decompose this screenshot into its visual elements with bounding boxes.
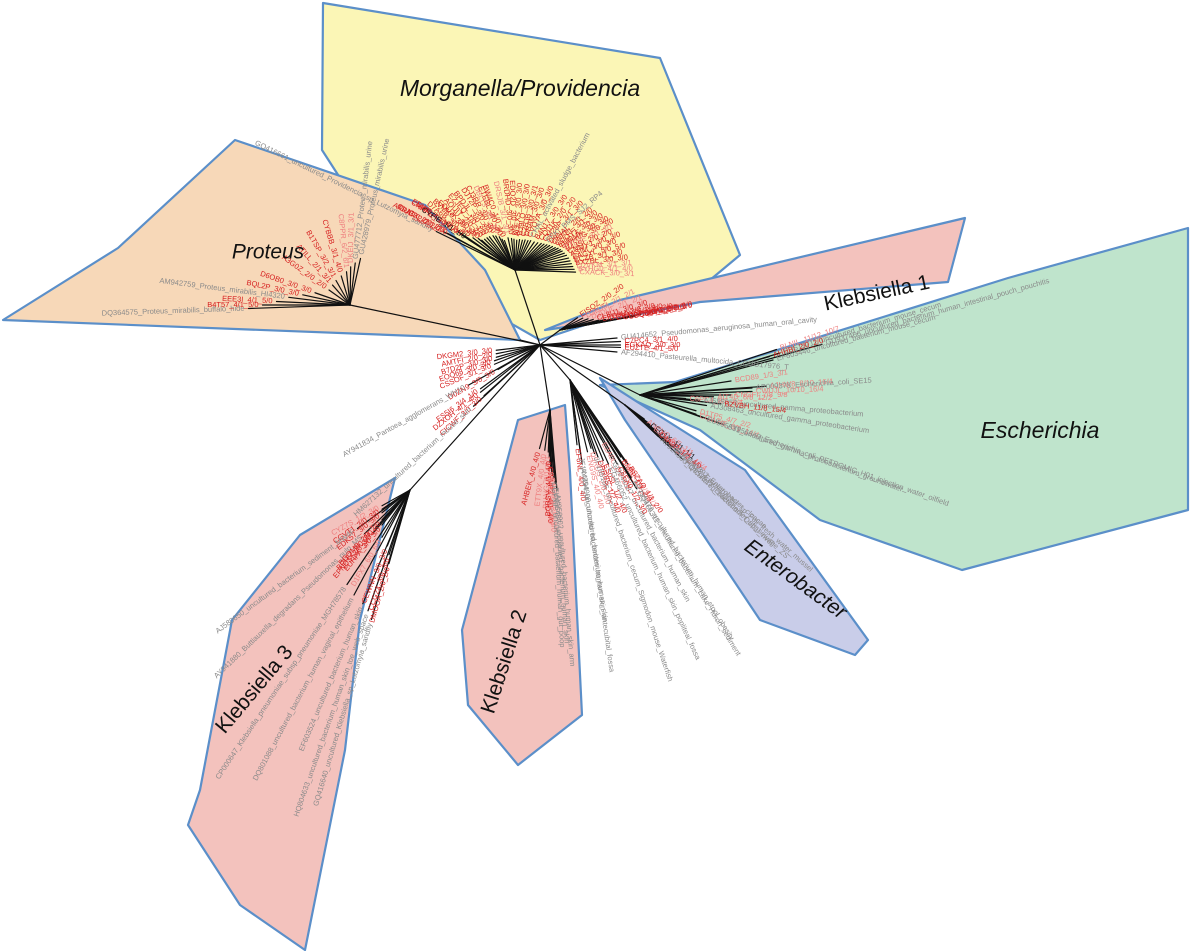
leaf-label: EEE3I_4/1_5/0 [222, 294, 273, 305]
leaf-label: CNGFI_7/8_9/8 [735, 390, 788, 399]
leaf-label: B4T57_4/1_5/0 [207, 300, 258, 309]
tree-branch [503, 240, 516, 271]
leaf-label: C7PC4_3/1_4/0 [624, 334, 678, 345]
tree-branch [367, 489, 411, 612]
leaf-label: B1LVG_4/1_4/1 [541, 456, 552, 509]
leaf-label: AIT4D_6/8_12/2 [717, 392, 772, 402]
clade-label-proteus: Proteus [232, 241, 305, 264]
leaf-label: D2VKM_3/1_3/1 [576, 258, 631, 270]
leaf-label: EGKAQ_3/0_3/0 [625, 340, 681, 349]
tree-branch [345, 271, 351, 306]
clade-label-morganella: Morganella/Providencia [400, 75, 640, 101]
tree-branch [569, 379, 638, 490]
tree-branch [340, 275, 351, 306]
tree-branch [569, 379, 629, 465]
tree-branch [559, 313, 642, 331]
leaf-label: CXACK_3/0_3/1 [579, 267, 634, 278]
tree-branch [569, 379, 618, 465]
tree-branch [514, 269, 577, 273]
tree-branch [349, 262, 356, 306]
tree-branch [472, 344, 541, 407]
tree-branch [539, 344, 622, 349]
tree-branch [346, 489, 411, 586]
backbone-branch [539, 344, 571, 381]
tree-branch [467, 238, 516, 271]
tree-branch [539, 344, 618, 353]
backbone-branch [539, 329, 561, 346]
clade-region-enterobacter [598, 376, 870, 657]
tree-branch [639, 394, 722, 405]
tree-branch [370, 489, 411, 621]
tree-branch [372, 489, 411, 534]
tree-branch [639, 348, 778, 396]
tree-branch [639, 394, 725, 426]
tree-branch [328, 289, 351, 306]
tree-branch [356, 489, 411, 530]
tree-branch [467, 344, 541, 386]
tree-branch [639, 359, 774, 396]
leaf-label: ALEXS_3/0_3/0 [512, 183, 524, 237]
tree-branch [569, 379, 583, 465]
backbone-branch [539, 344, 626, 406]
backbone-branch [349, 304, 541, 346]
tree-branch [314, 292, 351, 306]
tree-branch [331, 284, 351, 306]
clade-region-klebsiella2 [460, 403, 584, 767]
leaf-label: EUZTE_4/1_5/0 [624, 343, 678, 354]
tree-branch [639, 394, 715, 398]
tree-branches [247, 230, 823, 621]
tree-branch [639, 394, 708, 407]
leaf-label: CP7E2_4/1_4/0 [547, 472, 557, 525]
tree-branch [275, 300, 351, 306]
clade-region-klebsiella3 [186, 476, 397, 951]
leaf-label: C6PC4_8/5_8/4 [689, 394, 743, 407]
tree-branch [569, 379, 589, 453]
tree-branch [514, 240, 532, 271]
tree-branch [639, 380, 732, 396]
backbone-branch [409, 344, 541, 491]
leaf-label: HM627132_uncultured_bacterium_mouse_skin [351, 405, 473, 518]
tree-branch [335, 279, 351, 306]
clade-region-escherichia [598, 226, 1190, 572]
tree-branch [549, 409, 558, 492]
clade-label-escherichia: Escherichia [981, 417, 1100, 443]
leaf-label: BOBSV_4/1_4/0 [543, 461, 553, 516]
tree-branch [493, 344, 541, 365]
tree-branch [349, 257, 362, 306]
tree-branch [353, 489, 411, 596]
tree-branch [538, 409, 551, 450]
tree-branch [569, 379, 610, 465]
tree-branch [302, 294, 351, 306]
tree-branch [288, 296, 351, 306]
tree-branch [362, 489, 411, 605]
leaf-label: CWUJL_10/10_16/4 [756, 384, 824, 395]
leaf-label: BYHG0_4/1_4/0 [578, 264, 633, 274]
tree-branch [449, 234, 516, 271]
leaf-label: AF294410_Pasteurella_multocida_CCUG17976… [621, 347, 790, 371]
tree-branch [349, 266, 352, 306]
tree-branch [639, 355, 771, 396]
leaf-label: C1YHQ_3/0_3/0 [548, 477, 559, 532]
backbone-branch [514, 269, 541, 346]
backbone-branch [539, 344, 641, 396]
leaf-label: CWNPZ_4/1_4/0 [546, 467, 555, 524]
backbone-branch [539, 344, 551, 411]
leaf-label: DKEIJ_3/1_3/1 [346, 212, 356, 263]
leaf-label: EDQ2D_3/0_3/0 [508, 180, 519, 235]
tree-branch [539, 337, 618, 346]
tree-branch [479, 344, 541, 393]
tree-branch [624, 404, 684, 460]
leaf-label: AJHW8_8/10_16/4 [770, 377, 833, 390]
